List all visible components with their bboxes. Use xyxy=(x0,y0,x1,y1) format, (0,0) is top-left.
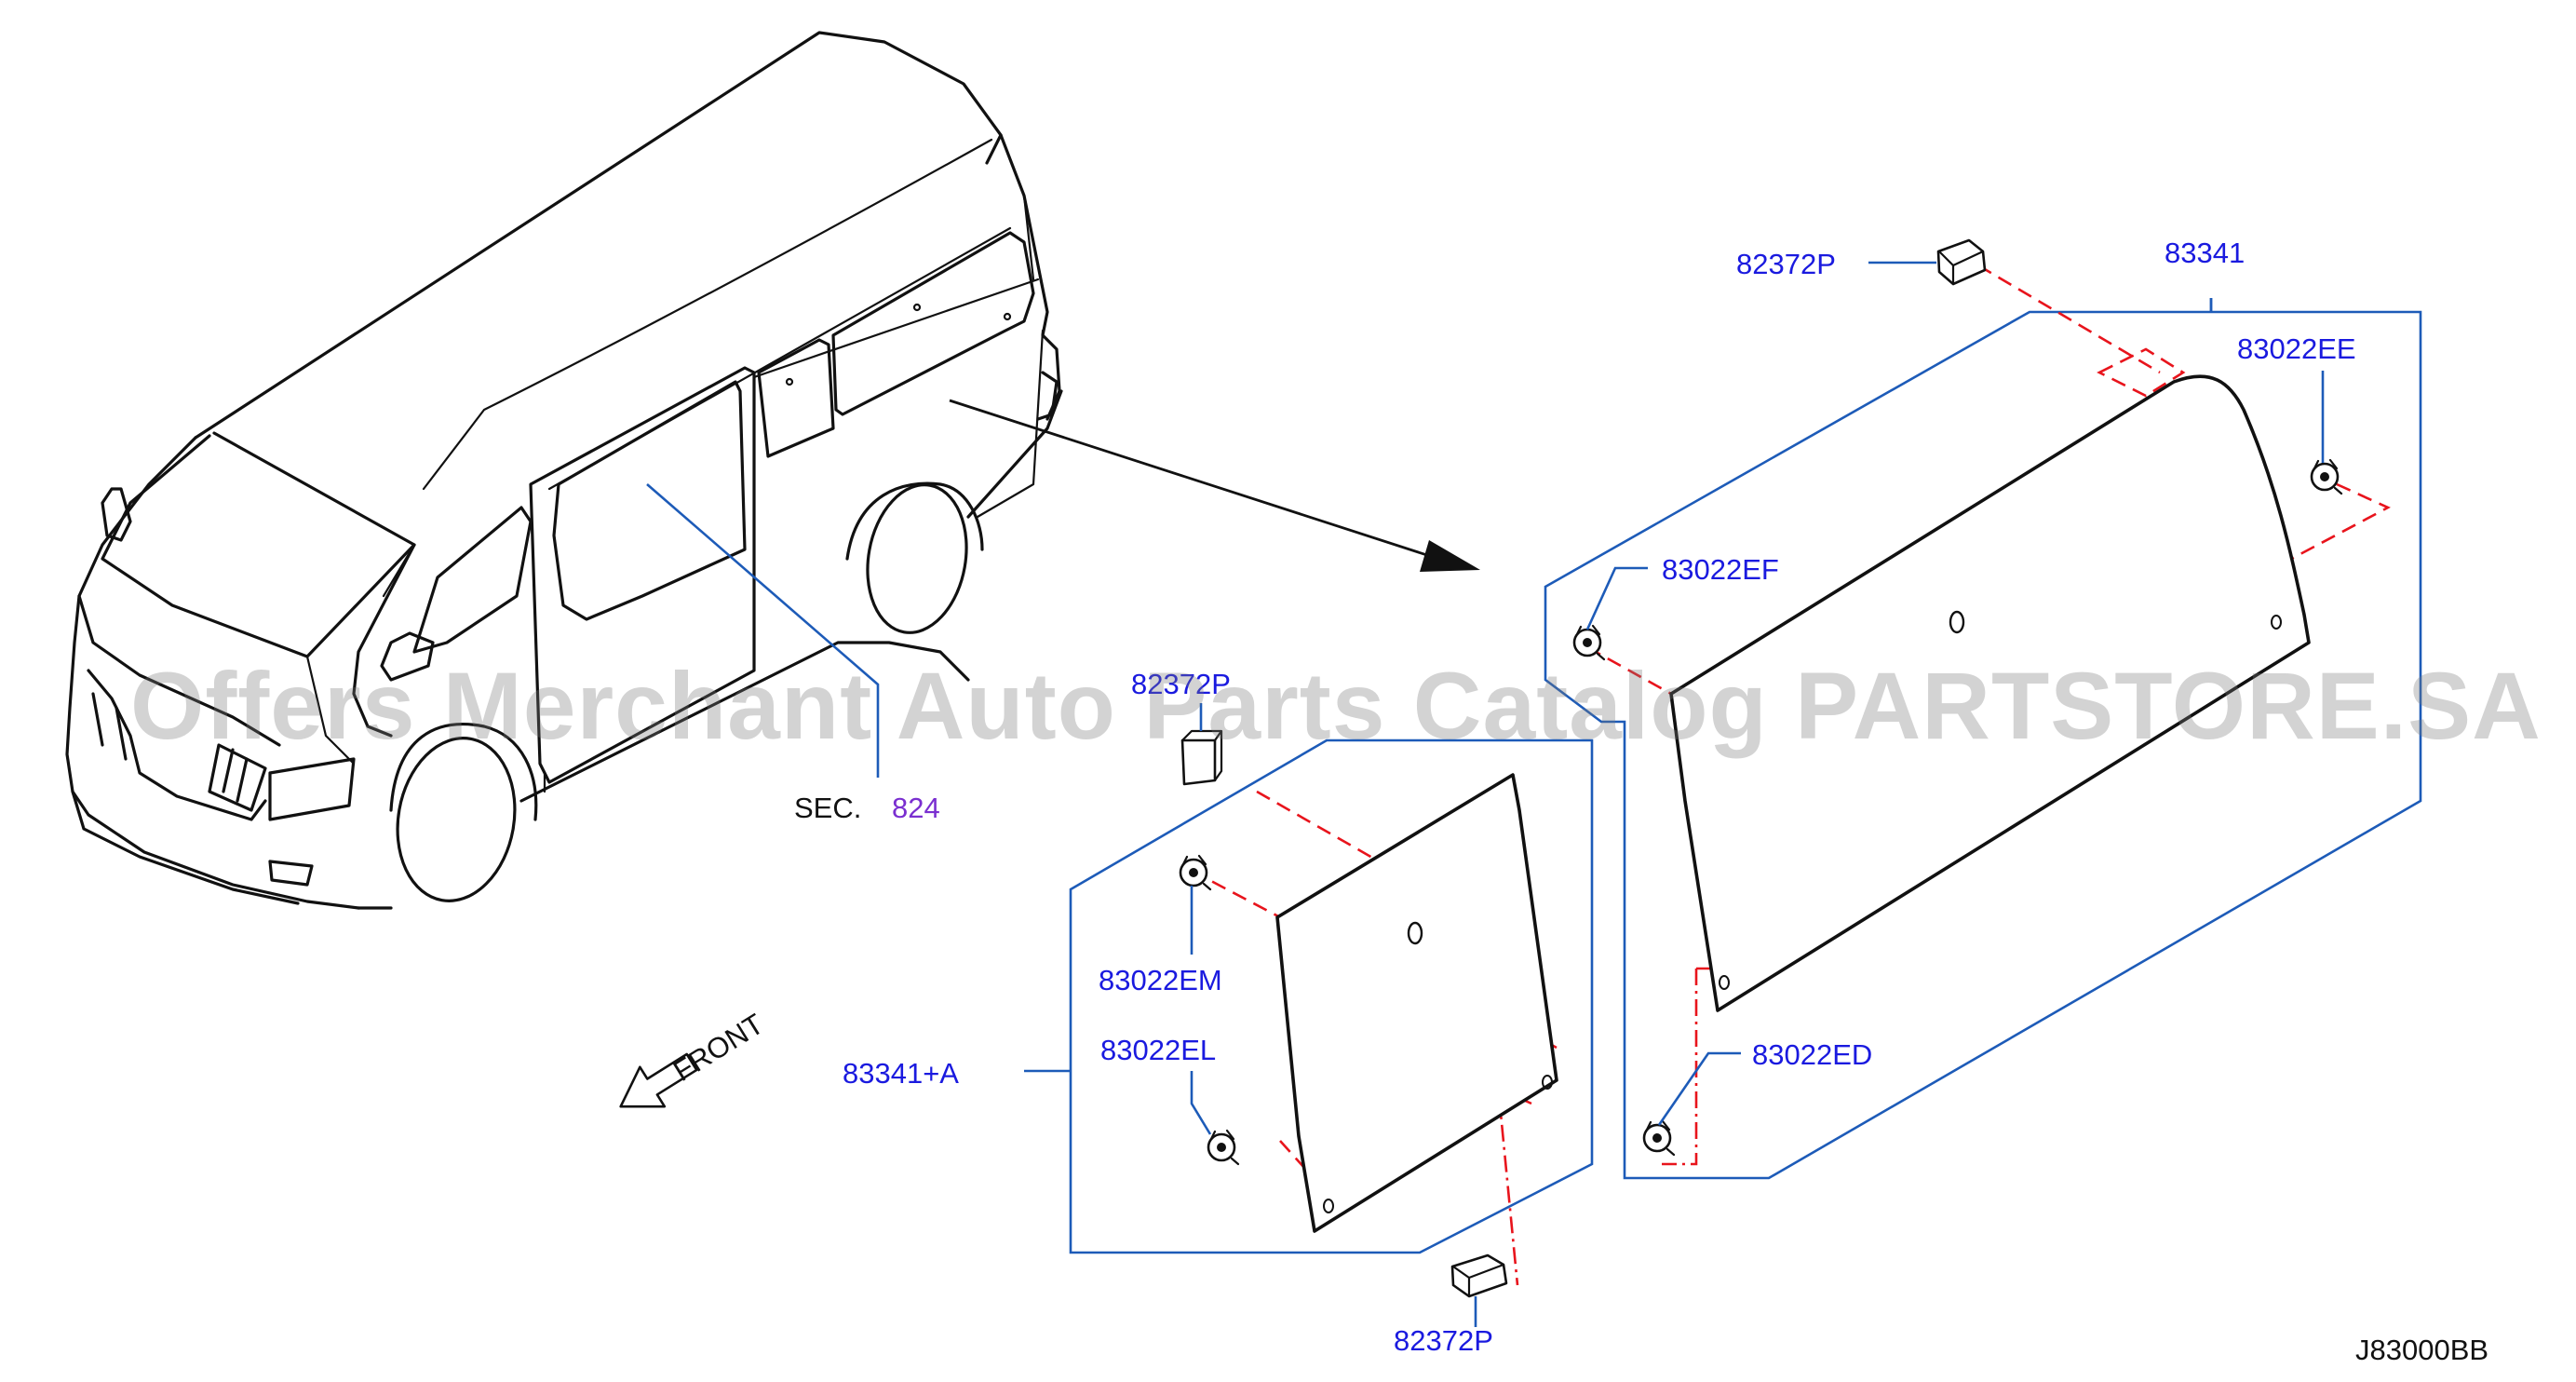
label-83022ed: 83022ED xyxy=(1752,1038,1872,1071)
leader-83022el xyxy=(1190,1071,1212,1135)
frame-83341 xyxy=(1544,298,2422,1180)
clip-83022ed xyxy=(1642,1119,1676,1157)
label-83022em: 83022EM xyxy=(1099,964,1222,996)
front-direction-arrow xyxy=(619,1052,698,1108)
label-83341: 83341 xyxy=(2165,237,2245,269)
label-sec-number: 824 xyxy=(892,792,940,824)
label-82372p-mid: 82372P xyxy=(1131,668,1231,700)
rear-quarter-glass-83341 xyxy=(1669,374,2311,1012)
clip-83022ef xyxy=(1572,624,1606,661)
view-arrow xyxy=(949,399,1480,572)
diagram-code: J83000BB xyxy=(2355,1334,2488,1366)
clip-83022ee xyxy=(2310,458,2343,495)
label-front: FRONT xyxy=(668,1008,769,1088)
sec-824-leader xyxy=(646,483,880,778)
label-83022el: 83022EL xyxy=(1100,1034,1216,1066)
leader-83022ed xyxy=(1657,1051,1741,1126)
clip-83022em xyxy=(1179,854,1212,891)
assembly-83341 xyxy=(1544,238,2422,1180)
spacer-82372p-bottom xyxy=(1450,1253,1508,1298)
van-illustration xyxy=(65,31,1063,910)
leader-83022ef xyxy=(1585,566,1648,630)
label-82372p-top: 82372P xyxy=(1736,248,1836,280)
label-sec-prefix: SEC. xyxy=(794,792,861,824)
label-82372p-bottom: 82372P xyxy=(1394,1324,1493,1357)
frame-83341a xyxy=(1069,738,1594,1254)
clip-83022el xyxy=(1207,1129,1240,1166)
spacer-82372p-mid xyxy=(1180,738,1217,786)
label-83022ef: 83022EF xyxy=(1662,553,1779,586)
side-quarter-glass-83341a xyxy=(1275,773,1558,1233)
label-83022ee: 83022EE xyxy=(2237,332,2356,365)
label-83341a: 83341+A xyxy=(843,1057,959,1090)
assembly-83341a xyxy=(1024,703,1594,1327)
